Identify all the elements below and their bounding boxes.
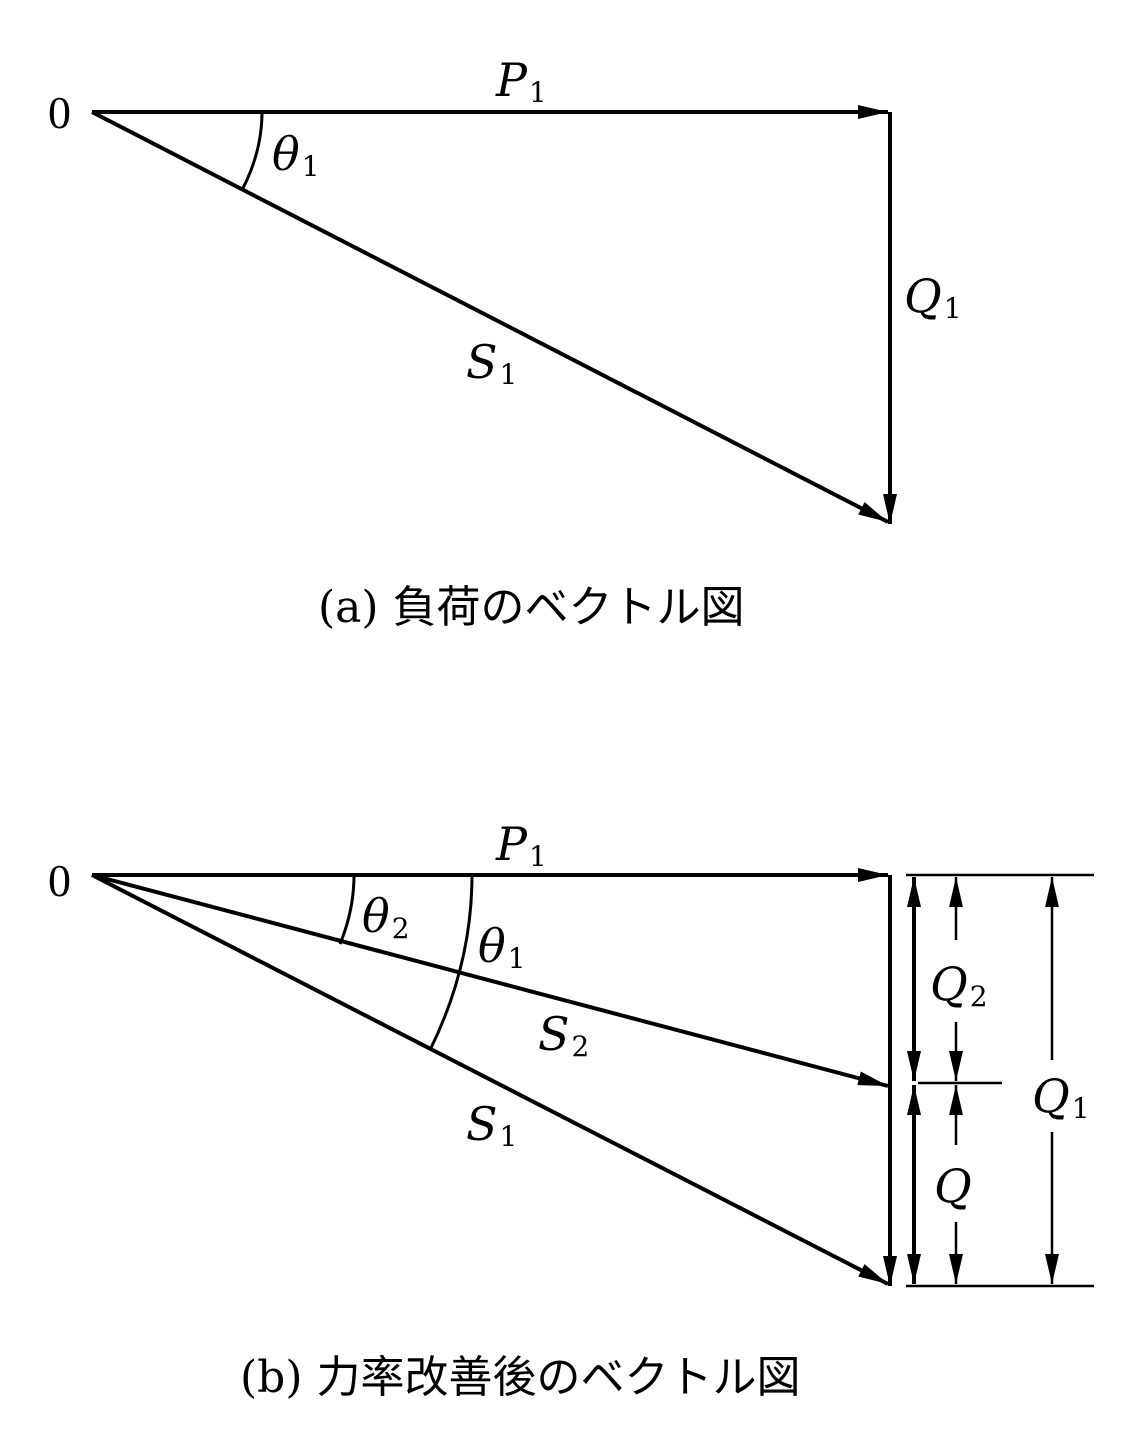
s2-label: S2 xyxy=(538,1007,589,1063)
s1-vector xyxy=(91,110,889,524)
theta1-label: θ1 xyxy=(272,127,320,183)
caption-a: (a) 負荷のベクトル図 xyxy=(318,582,745,633)
origin-label: 0 xyxy=(48,87,71,138)
p1-label-b: P1 xyxy=(495,817,547,873)
s1-label-b: S1 xyxy=(466,1097,517,1153)
theta1-label-b: θ1 xyxy=(478,919,526,975)
theta2-label: θ2 xyxy=(362,889,410,945)
panel-b xyxy=(91,868,1094,1288)
q1-label-b: Q1 xyxy=(1032,1069,1090,1125)
origin-label-b: 0 xyxy=(48,855,71,906)
caption-b: (b) 力率改善後のベクトル図 xyxy=(240,1352,800,1403)
s1-label: S1 xyxy=(466,335,517,391)
s1-vector-b xyxy=(91,873,889,1286)
s2-vector xyxy=(91,873,889,1088)
panel-a-labels: 0 P1 Q1 S1 θ1 (a) 負荷のベクトル図 xyxy=(48,53,962,633)
q2-label: Q2 xyxy=(930,957,988,1013)
q-label: Q xyxy=(934,1159,972,1213)
panel-a xyxy=(91,105,897,524)
q1-label: Q1 xyxy=(904,269,962,325)
panel-b-labels: 0 P1 θ2 θ1 S2 S1 Q2 Q Q1 (b) 力率改善後のベクトル図 xyxy=(48,817,1090,1403)
theta2-arc xyxy=(338,874,356,945)
theta1-arc xyxy=(240,111,264,191)
theta1-arc-b xyxy=(428,874,474,1051)
p1-label: P1 xyxy=(495,53,547,109)
